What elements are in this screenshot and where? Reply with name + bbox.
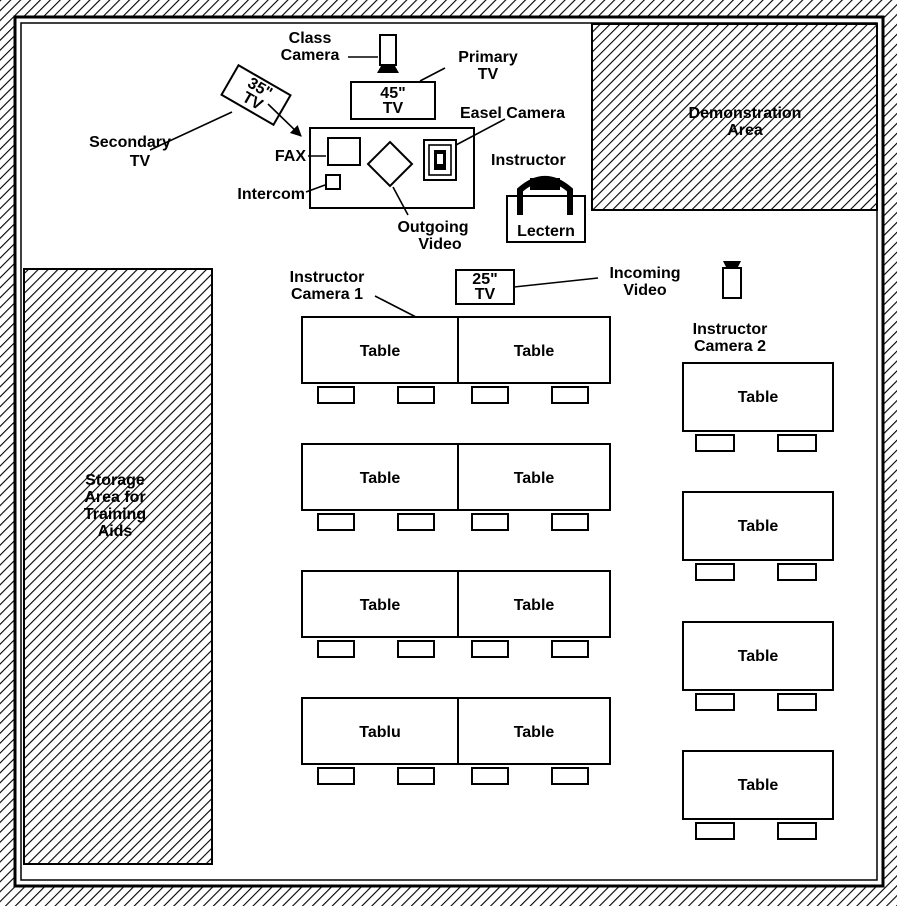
- intercom-label: Intercom: [237, 186, 305, 203]
- chair: [777, 693, 817, 711]
- chair: [777, 822, 817, 840]
- table-label: Table: [738, 777, 779, 794]
- incoming-video-label-line2: Video: [623, 282, 667, 299]
- chair: [695, 563, 735, 581]
- chair: [317, 640, 355, 658]
- chair: [695, 693, 735, 711]
- storage-area-label-line3: Training: [84, 506, 146, 523]
- lectern-label: Lectern: [517, 223, 575, 240]
- table-row: Table Table: [301, 443, 611, 531]
- table-label: Table: [360, 597, 401, 614]
- storage-area-label-line4: Aids: [98, 523, 133, 540]
- chair: [471, 513, 509, 531]
- table-label: Tablu: [359, 724, 400, 741]
- chair: [471, 640, 509, 658]
- outgoing-video-label-line1: Outgoing: [397, 219, 468, 236]
- outgoing-video-unit: [366, 140, 414, 188]
- table-row: Tablu Table: [301, 697, 611, 785]
- chair: [777, 563, 817, 581]
- incoming-video-tv: 25" TV Incoming Video: [455, 265, 681, 305]
- fax-label: FAX: [275, 148, 306, 165]
- instructor-camera-2: Instructor Camera 2: [693, 261, 768, 355]
- chair: [551, 640, 589, 658]
- primary-tv-screen-label: TV: [383, 100, 404, 117]
- storage-area-label-line1: Storage: [85, 472, 145, 489]
- incoming-tv-screen-size: 25": [472, 271, 497, 288]
- chair: [777, 434, 817, 452]
- table-label: Table: [738, 648, 779, 665]
- incoming-video-label-line1: Incoming: [609, 265, 680, 282]
- chair: [317, 386, 355, 404]
- easel-camera-label: Easel Camera: [460, 105, 565, 122]
- table-label: Table: [738, 518, 779, 535]
- chair: [397, 386, 435, 404]
- chair: [397, 640, 435, 658]
- chair: [551, 513, 589, 531]
- chair: [551, 386, 589, 404]
- table-row: Table Table: [301, 316, 611, 404]
- table-row: Table Table: [301, 570, 611, 658]
- instructor-label: Instructor: [491, 152, 566, 169]
- table-label: Table: [514, 470, 555, 487]
- demonstration-area-label-line1: Demonstration: [689, 105, 802, 122]
- table-label: Table: [514, 343, 555, 360]
- primary-tv-screen-size: 45": [380, 85, 405, 102]
- chair: [695, 822, 735, 840]
- instructor-camera-2-label-line1: Instructor: [693, 321, 768, 338]
- instructor-camera-1-label-line1: Instructor: [290, 269, 365, 286]
- instructor-lectern: Instructor Lectern: [491, 152, 586, 243]
- fax-machine: [327, 137, 361, 166]
- intercom-unit: [325, 174, 341, 190]
- incoming-tv-screen-label: TV: [475, 286, 496, 303]
- chair: [317, 513, 355, 531]
- chair: [397, 513, 435, 531]
- left-table-rows: Table Table Table Table Table Table: [301, 316, 611, 785]
- chair: [551, 767, 589, 785]
- demonstration-area-label-line2: Area: [727, 122, 763, 139]
- class-camera: Class Camera: [281, 30, 399, 73]
- instructor-camera-1-label-line2: Camera 1: [291, 286, 363, 303]
- secondary-tv-label-line1: Secondary: [89, 134, 171, 151]
- class-camera-label-line1: Class: [289, 30, 332, 47]
- table-row: Table: [682, 750, 834, 840]
- equipment-console: FAX Intercom Easel Camera Outgoing Video: [237, 105, 565, 253]
- chair: [471, 767, 509, 785]
- chair: [317, 767, 355, 785]
- chair: [397, 767, 435, 785]
- table-row: Table: [682, 362, 834, 452]
- primary-tv-label-line2: TV: [478, 66, 499, 83]
- table-label: Table: [360, 470, 401, 487]
- primary-tv-label-line1: Primary: [458, 49, 518, 66]
- secondary-tv-label-line2: TV: [130, 153, 151, 170]
- table-label: Table: [360, 343, 401, 360]
- chair: [471, 386, 509, 404]
- table-label: Table: [514, 724, 555, 741]
- class-camera-label-line2: Camera: [281, 47, 340, 64]
- easel-camera: [423, 139, 457, 181]
- table-row: Table: [682, 491, 834, 581]
- chair: [695, 434, 735, 452]
- instructor-camera-2-label-line2: Camera 2: [694, 338, 766, 355]
- storage-area: Storage Area for Training Aids: [23, 268, 213, 865]
- storage-area-label-line2: Area for: [84, 489, 145, 506]
- secondary-tv: 35" TV Secondary TV: [89, 63, 302, 170]
- right-table-column: Table Table Table Table: [682, 362, 834, 840]
- table-row: Table: [682, 621, 834, 711]
- primary-tv: 45" TV Primary TV: [350, 49, 518, 120]
- demonstration-area: Demonstration Area: [591, 23, 878, 211]
- outgoing-video-label-line2: Video: [418, 236, 462, 253]
- table-label: Table: [514, 597, 555, 614]
- table-label: Table: [738, 389, 779, 406]
